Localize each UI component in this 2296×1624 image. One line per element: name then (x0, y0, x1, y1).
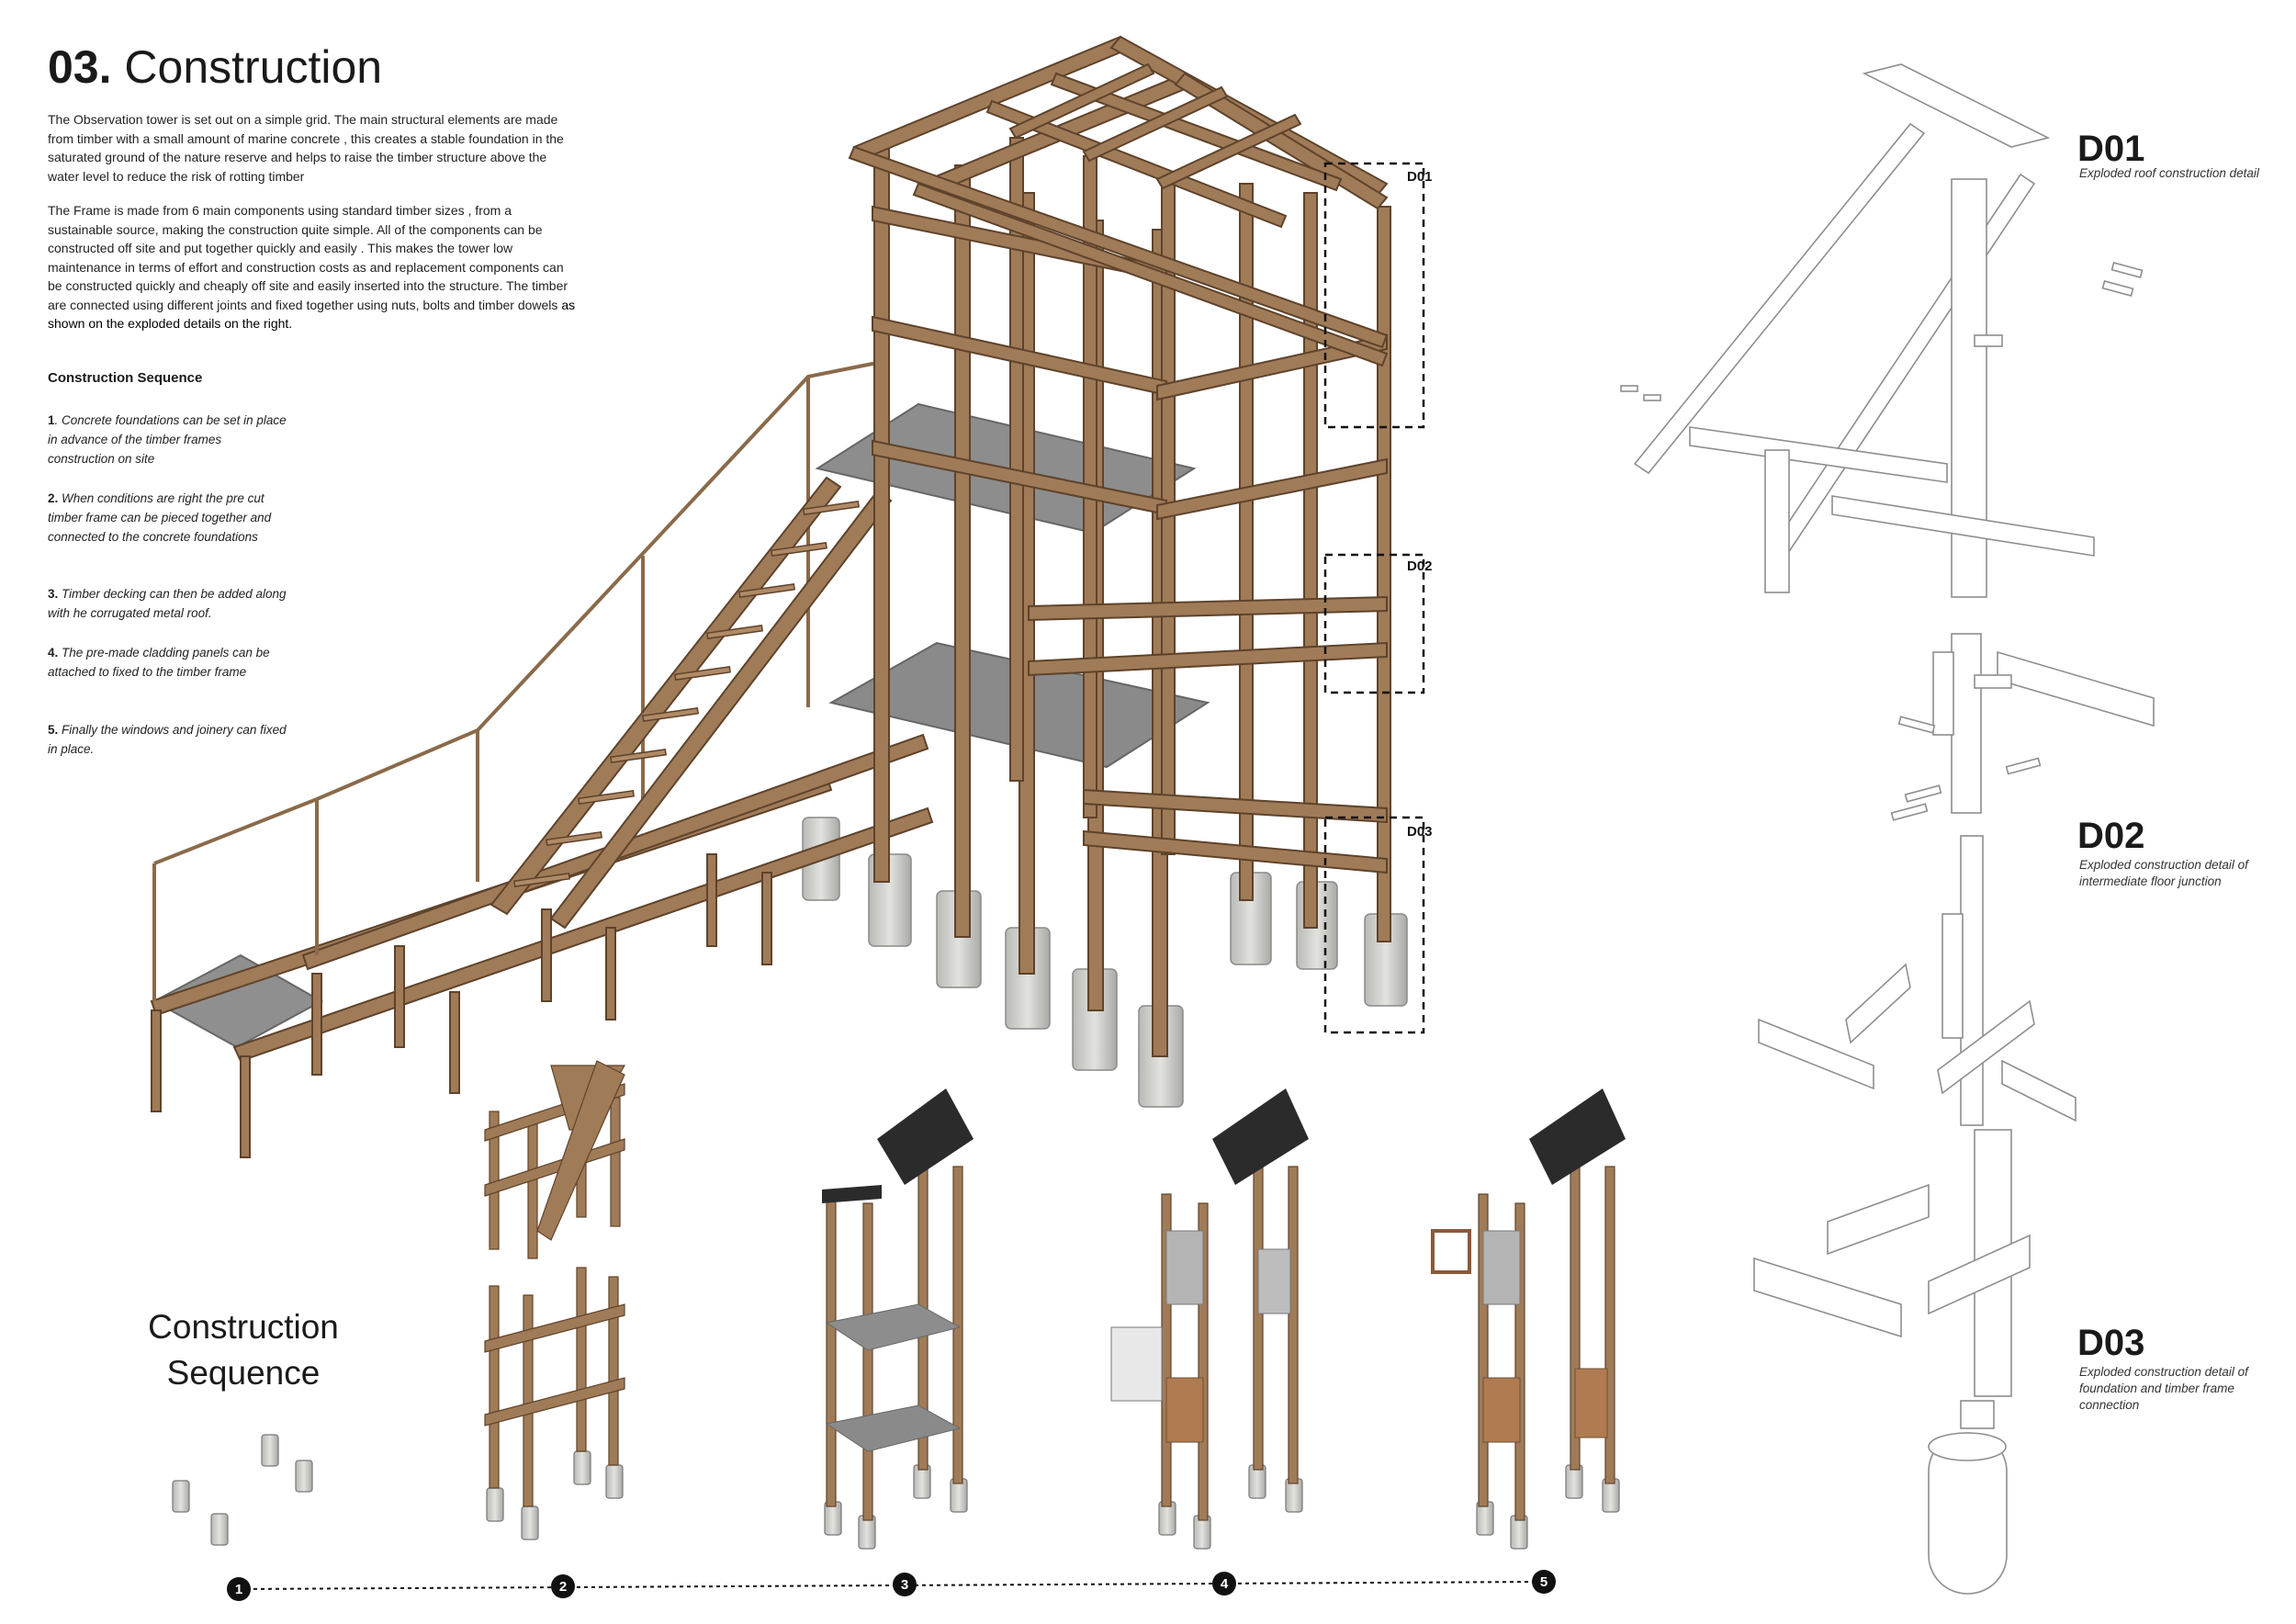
callout-label-d01: D01 (1407, 169, 1433, 185)
sequence-stage-3 (822, 1088, 974, 1550)
callout-label-d02: D02 (1407, 558, 1433, 574)
page-title: 03. Construction (48, 40, 382, 94)
step-number: 5. (48, 723, 59, 737)
step-number: 4. (48, 646, 59, 660)
sequence-stage-2 (484, 1060, 626, 1540)
intro-paragraph-1: The Observation tower is set out on a si… (48, 112, 564, 184)
sequence-stage-1 (172, 1434, 313, 1546)
step-text: . Concrete foundations can be set in pla… (48, 413, 287, 466)
step-text: When conditions are right the pre cut ti… (48, 491, 272, 544)
detail-description-d01: Exploded roof construction detail (2079, 166, 2259, 180)
concrete-foundations (802, 817, 1408, 1108)
sequence-step: 2. When conditions are right the pre cut… (48, 489, 287, 547)
sequence-large-label-line2: Sequence (166, 1354, 321, 1392)
sequence-step: 1. Concrete foundations can be set in pl… (48, 411, 287, 468)
step-text: The pre-made cladding panels can be atta… (48, 646, 270, 679)
sequence-step: 4. The pre-made cladding panels can be a… (48, 643, 287, 682)
sequence-heading: Construction Sequence (48, 370, 203, 386)
title-text: Construction (124, 41, 383, 93)
callout-label-d03: D03 (1407, 824, 1433, 840)
staircase (490, 476, 893, 930)
title-number: 03. (48, 41, 112, 93)
sequence-step: 5. Finally the windows and joinery can f… (48, 720, 287, 759)
step-number: 2. (48, 491, 59, 505)
intro-paragraph-2-text: The Frame is made from 6 main components… (48, 203, 568, 312)
detail-d02-drawing (1890, 633, 2155, 821)
detail-description-d03: Exploded construction detail of foundati… (2079, 1365, 2248, 1412)
sequence-large-label: Construction Sequence (119, 1304, 367, 1396)
step-text: Timber decking can then be added along w… (48, 587, 287, 620)
detail-description-d02: Exploded construction detail of intermed… (2079, 858, 2248, 888)
detail-d01-drawing (1620, 63, 2144, 598)
step-text: Finally the windows and joinery can fixe… (48, 723, 287, 756)
step-number: 1 (48, 413, 55, 427)
callout-boxes (1323, 162, 1425, 1034)
main-tower-axonometric (150, 35, 1408, 1158)
detail-code-d01: D01 (2077, 129, 2145, 169)
roof-frame (848, 35, 1389, 367)
detail-mid-drawing (1758, 835, 2077, 1126)
detail-d03-drawing (1753, 1129, 2031, 1595)
sequence-stage-4 (1110, 1088, 1309, 1550)
sequence-stage-5 (1431, 1088, 1626, 1550)
intro-paragraph-2: The Frame is made from 6 main components… (48, 201, 576, 333)
detail-code-d03: D03 (2077, 1323, 2145, 1363)
handrail (152, 361, 878, 1001)
detail-code-d02: D02 (2077, 816, 2145, 856)
sequence-large-label-line1: Construction (148, 1308, 339, 1346)
sequence-step: 3. Timber decking can then be added alon… (48, 584, 287, 623)
sequence-timeline (227, 1570, 1556, 1601)
intro-paragraph-2-emphasis: as shown on the exploded details on the … (48, 297, 576, 332)
boardwalk-beams (150, 733, 934, 1158)
step-number: 3. (48, 587, 59, 601)
